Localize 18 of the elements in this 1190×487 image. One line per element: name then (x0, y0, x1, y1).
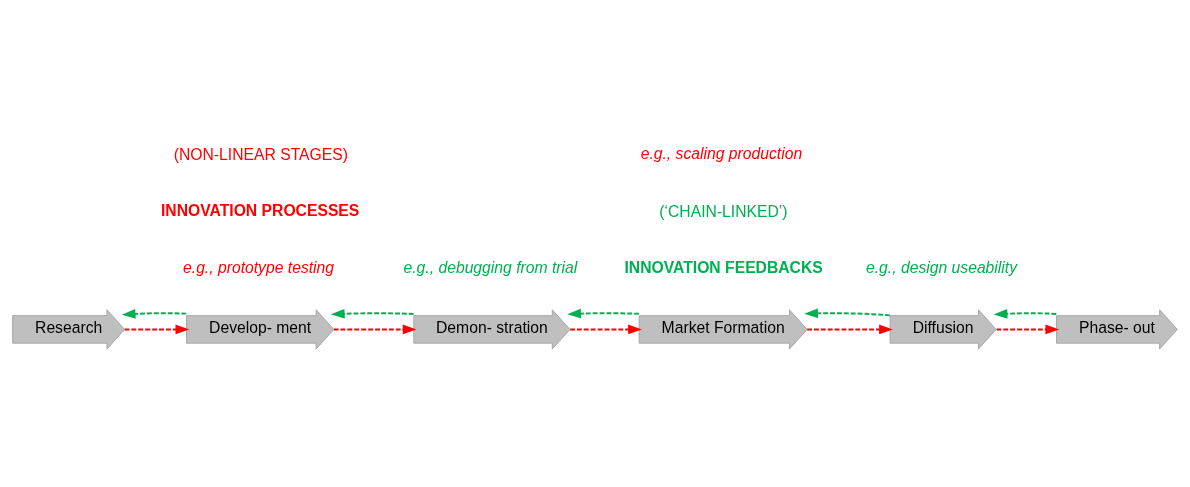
arrow (569, 324, 642, 334)
label: e.g., scaling production (640, 144, 803, 162)
arrow (332, 324, 417, 334)
label: e.g., debugging from trial (403, 258, 578, 276)
label: INNOVATION FEEDBACKS (624, 258, 823, 276)
arrow (804, 308, 891, 318)
arrow (567, 308, 640, 318)
label: e.g., prototype testing (183, 258, 335, 276)
arrow (123, 324, 190, 334)
label: e.g., design useability (866, 258, 1018, 276)
label: (NON-LINEAR STAGES) (173, 145, 348, 163)
arrow (993, 308, 1058, 319)
arrow (806, 324, 893, 334)
label: INNOVATION PROCESSES (160, 201, 360, 219)
arrow (330, 308, 415, 319)
arrow (121, 308, 188, 319)
arrow (995, 324, 1060, 334)
label: (‘CHAIN-LINKED’) (659, 202, 788, 220)
